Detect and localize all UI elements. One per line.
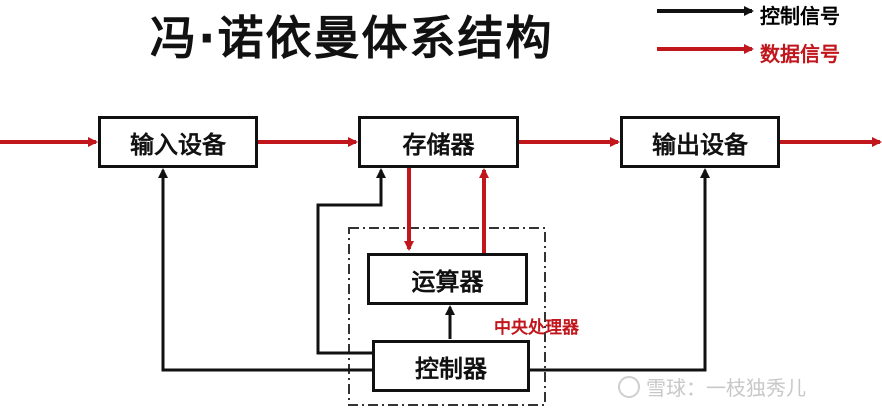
watermark: 雪球：一枝独秀儿 bbox=[618, 372, 806, 401]
memory-node: 存储器 bbox=[358, 116, 519, 168]
legend-control-label: 控制信号 bbox=[760, 4, 840, 28]
controller-node: 控制器 bbox=[372, 340, 530, 392]
snowball-logo-icon bbox=[618, 375, 640, 398]
control-arrow-to-memory bbox=[316, 168, 386, 355]
cpu-boundary bbox=[348, 227, 546, 406]
input-device-node: 输入设备 bbox=[98, 116, 258, 168]
alu-node: 运算器 bbox=[367, 253, 528, 305]
legend-data-label: 数据信号 bbox=[760, 42, 840, 66]
diagram-title: 冯·诺依曼体系结构 bbox=[150, 11, 554, 65]
watermark-text: 雪球：一枝独秀儿 bbox=[646, 376, 806, 400]
cpu-label: 中央处理器 bbox=[494, 318, 579, 338]
control-arrow-to-output bbox=[530, 168, 710, 372]
control-arrow-to-input bbox=[158, 168, 372, 372]
output-device-node: 输出设备 bbox=[620, 116, 780, 168]
